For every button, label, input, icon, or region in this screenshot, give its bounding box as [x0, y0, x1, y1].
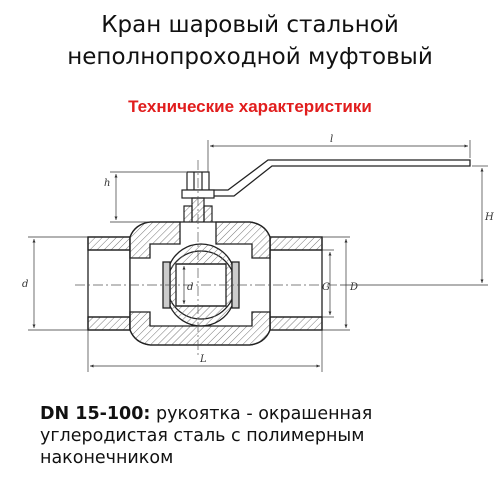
handle-lever: [207, 159, 471, 197]
label-h: h: [104, 178, 110, 189]
centerlines: [75, 160, 340, 355]
label-d: d: [22, 279, 28, 290]
label-L: L: [199, 354, 207, 365]
label-G: G: [322, 282, 330, 293]
ball-valve-drawing: l L h H d G D d: [22, 134, 494, 372]
description-text: рукоятка - окрашенная углеродистая сталь…: [40, 404, 373, 468]
description: DN 15-100: рукоятка - окрашенная углерод…: [40, 403, 490, 469]
label-H: H: [484, 212, 494, 223]
label-D: D: [349, 282, 358, 293]
title-line-1: Кран шаровый стальной: [101, 12, 399, 38]
label-ball-d: d: [187, 282, 193, 293]
label-l: l: [330, 134, 333, 145]
dimensions: l L h H d G D d: [22, 134, 494, 372]
title-line-2: неполнопроходной муфтовый: [67, 44, 433, 70]
dn-label: DN 15-100:: [40, 404, 151, 424]
section-subtitle: Технические характеристики: [128, 97, 372, 116]
